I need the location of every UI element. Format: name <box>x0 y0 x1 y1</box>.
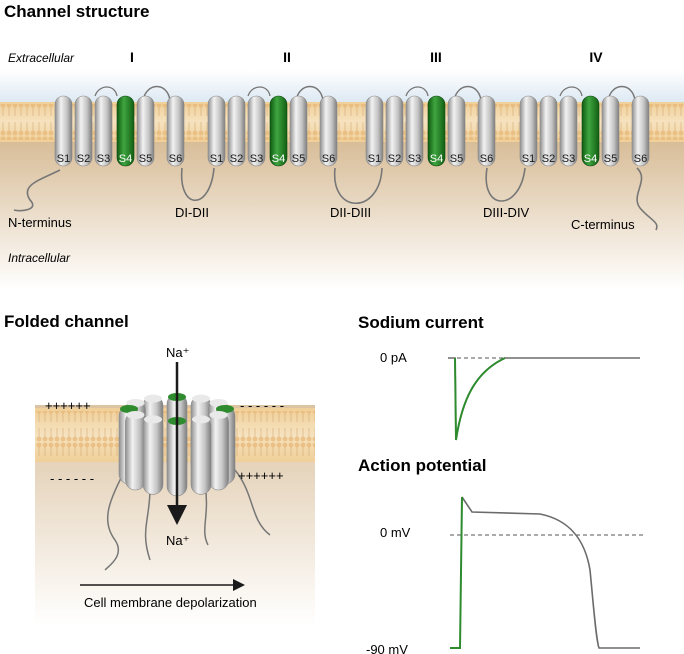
extracellular-loop <box>247 86 271 97</box>
sodium-zero-label: 0 pA <box>380 350 407 365</box>
segment-S6: S6 <box>166 95 185 167</box>
n-terminus-label: N-terminus <box>8 215 72 230</box>
dii-diii-loop <box>333 167 383 204</box>
ap-rest-label: -90 mV <box>366 642 408 654</box>
sodium-title: Sodium current <box>358 313 484 332</box>
segment-S5: S5 <box>136 95 155 167</box>
domain-II: II S1 S2 S3 S4 S5 S6 <box>207 49 338 167</box>
segment-S4-voltage-sensor: S4 <box>269 95 288 167</box>
domain-IV: IV S1 S2 S3 S4 S5 S6 <box>519 49 650 167</box>
segment-label: S6 <box>634 153 647 165</box>
segment-S1: S1 <box>519 95 538 167</box>
segment-S1: S1 <box>54 95 73 167</box>
folded-channel <box>118 393 236 497</box>
domain-label: IV <box>589 49 603 65</box>
charges-bottom-right: ++++++ <box>238 468 284 483</box>
segment-S2: S2 <box>385 95 404 167</box>
segment-S2: S2 <box>539 95 558 167</box>
ap-zero-label: 0 mV <box>380 525 411 540</box>
folded-helix <box>208 411 229 491</box>
segment-label: S5 <box>450 153 463 165</box>
charges-top-left: ++++++ <box>45 398 91 413</box>
c-terminus-label: C-terminus <box>571 217 635 232</box>
folded-helix <box>125 411 146 491</box>
intracellular-loops <box>13 167 658 231</box>
segment-label: S1 <box>57 153 70 165</box>
domain-III: III S1 S2 S3 S4 S5 S6 <box>365 49 496 167</box>
segment-label: S6 <box>480 153 493 165</box>
segment-S2: S2 <box>227 95 246 167</box>
segment-S2: S2 <box>74 95 93 167</box>
n-terminus-tail <box>13 169 61 212</box>
cytoplasm <box>0 142 684 290</box>
extracellular-loop <box>405 86 429 97</box>
dii-diii-label: DII-DIII <box>330 205 371 220</box>
segment-S5: S5 <box>601 95 620 167</box>
segment-S5: S5 <box>447 95 466 167</box>
segment-label: S5 <box>292 153 305 165</box>
na-ion-bottom: Na⁺ <box>166 533 189 548</box>
ap-repolarization-trace <box>461 496 640 649</box>
segment-S3: S3 <box>405 95 424 167</box>
segment-label: S2 <box>388 153 401 165</box>
extracellular-loop <box>559 86 583 97</box>
segment-label: S1 <box>210 153 223 165</box>
diii-div-label: DIII-DIV <box>483 205 530 220</box>
domain-label: II <box>283 49 291 65</box>
segment-label: S1 <box>522 153 535 165</box>
domain-label: III <box>430 49 442 65</box>
segment-label: S3 <box>562 153 575 165</box>
segment-S3: S3 <box>247 95 266 167</box>
segment-label: S4 <box>584 153 597 165</box>
sodium-trace-green <box>454 357 506 441</box>
channel-domains: I S1 S2 S3 S4 S5 S6 II S1 S2 S3 S4 S5 S6 III S1 S2 S3 S4 S5… <box>54 49 650 167</box>
segment-label: S3 <box>250 153 263 165</box>
folded-helix <box>142 415 164 495</box>
segment-S6: S6 <box>631 95 650 167</box>
sodium-trace <box>448 357 640 441</box>
segment-label: S2 <box>77 153 90 165</box>
ap-title: Action potential <box>358 456 486 475</box>
segment-S3: S3 <box>94 95 113 167</box>
domain-I: I S1 S2 S3 S4 S5 S6 <box>54 49 185 167</box>
segment-label: S3 <box>97 153 110 165</box>
di-dii-label: DI-DII <box>175 205 209 220</box>
segment-label: S5 <box>139 153 152 165</box>
c-terminus-tail <box>636 167 658 231</box>
segment-label: S2 <box>230 153 243 165</box>
segment-S4-voltage-sensor: S4 <box>427 95 446 167</box>
segment-label: S4 <box>272 153 285 165</box>
di-dii-loop <box>180 167 215 201</box>
segment-label: S4 <box>430 153 443 165</box>
intracellular-label: Intracellular <box>8 251 71 265</box>
segment-S4-voltage-sensor: S4 <box>116 95 135 167</box>
segment-label: S6 <box>169 153 182 165</box>
structure-title: Channel structure <box>4 2 149 21</box>
depolarization-caption: Cell membrane depolarization <box>84 595 257 610</box>
charges-top-right: - - - - - - <box>240 398 284 413</box>
na-ion-top: Na⁺ <box>166 345 189 360</box>
folded-title: Folded channel <box>4 312 129 331</box>
segment-S4-voltage-sensor: S4 <box>581 95 600 167</box>
segment-label: S4 <box>119 153 132 165</box>
segment-S6: S6 <box>477 95 496 167</box>
extracellular-label: Extracellular <box>8 51 75 65</box>
segment-S3: S3 <box>559 95 578 167</box>
diii-div-loop <box>485 167 526 202</box>
domain-label: I <box>130 49 134 65</box>
ap-upstroke-trace <box>450 496 463 649</box>
segment-S6: S6 <box>319 95 338 167</box>
segment-S1: S1 <box>207 95 226 167</box>
folded-helix <box>190 415 212 495</box>
extracellular-loop <box>94 86 118 97</box>
segment-label: S1 <box>368 153 381 165</box>
segment-label: S6 <box>322 153 335 165</box>
segment-label: S3 <box>408 153 421 165</box>
segment-label: S5 <box>604 153 617 165</box>
segment-S1: S1 <box>365 95 384 167</box>
charges-bottom-left: - - - - - - <box>50 471 94 486</box>
segment-label: S2 <box>542 153 555 165</box>
segment-S5: S5 <box>289 95 308 167</box>
